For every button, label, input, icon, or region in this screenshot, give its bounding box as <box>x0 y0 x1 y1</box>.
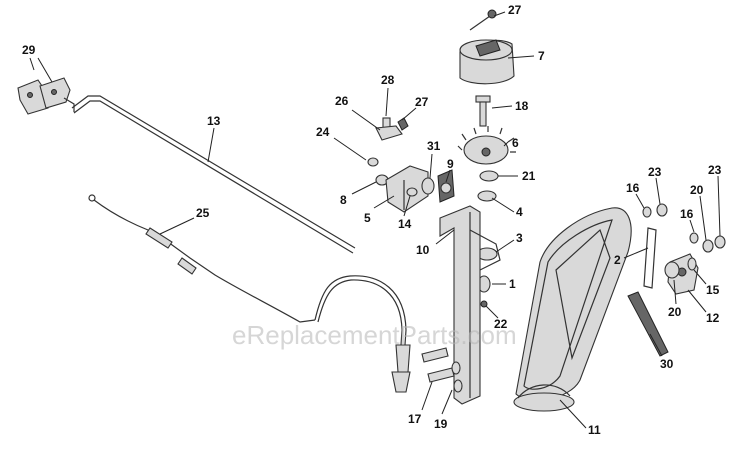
callout-31: 31 <box>427 139 441 153</box>
callout-10: 10 <box>416 243 430 257</box>
callout-9: 9 <box>447 157 454 171</box>
part-rod-handle <box>17 77 75 115</box>
watermark-text: eReplacementParts.com <box>232 320 517 350</box>
callout-19: 19 <box>434 417 448 431</box>
callout-5: 5 <box>364 211 371 225</box>
part-chute <box>513 207 632 412</box>
part-pivot-rod <box>643 227 657 289</box>
callout-27-upper-bracket: 27 <box>415 95 429 109</box>
part-spring <box>627 291 669 357</box>
callout-24: 24 <box>316 125 330 139</box>
callout-20-upper: 20 <box>690 183 704 197</box>
callout-29: 29 <box>22 43 36 57</box>
callout-7: 7 <box>538 49 545 63</box>
part-lower-bolts <box>421 347 463 393</box>
part-bracket <box>385 165 455 213</box>
part-bolt <box>475 95 491 127</box>
callout-6: 6 <box>512 136 519 150</box>
callout-16-right: 16 <box>680 207 694 221</box>
callout-2: 2 <box>614 253 621 267</box>
part-right-hardware <box>642 203 726 295</box>
callout-23-right: 23 <box>708 163 722 177</box>
part-gear <box>457 126 516 165</box>
part-knob <box>459 9 515 85</box>
part-small-hardware-upper <box>367 117 409 186</box>
callout-13: 13 <box>207 114 221 128</box>
callout-4: 4 <box>516 205 523 219</box>
callout-21: 21 <box>522 169 536 183</box>
callout-8: 8 <box>340 193 347 207</box>
part-tall-bracket <box>439 205 501 405</box>
callout-12: 12 <box>706 311 720 325</box>
callout-14: 14 <box>398 217 412 231</box>
callout-20-lower: 20 <box>668 305 682 319</box>
callout-26: 26 <box>335 94 349 108</box>
callout-18: 18 <box>515 99 529 113</box>
part-washers-center <box>476 170 499 308</box>
leader-lines <box>29 11 721 429</box>
callout-15: 15 <box>706 283 720 297</box>
callout-11: 11 <box>588 423 601 437</box>
callout-1: 1 <box>509 277 516 291</box>
callout-labels: 29 13 25 28 26 27 24 31 9 8 5 14 27 7 18… <box>22 3 722 437</box>
callout-22: 22 <box>494 317 508 331</box>
callout-3: 3 <box>516 231 523 245</box>
callout-28: 28 <box>381 73 395 87</box>
callout-25: 25 <box>196 206 210 220</box>
callout-16-left: 16 <box>626 181 640 195</box>
callout-27-knob: 27 <box>508 3 522 17</box>
callout-17: 17 <box>408 412 422 426</box>
part-control-rod <box>71 95 356 254</box>
callout-23-left: 23 <box>648 165 662 179</box>
part-cable <box>88 194 411 393</box>
callout-30: 30 <box>660 357 674 371</box>
